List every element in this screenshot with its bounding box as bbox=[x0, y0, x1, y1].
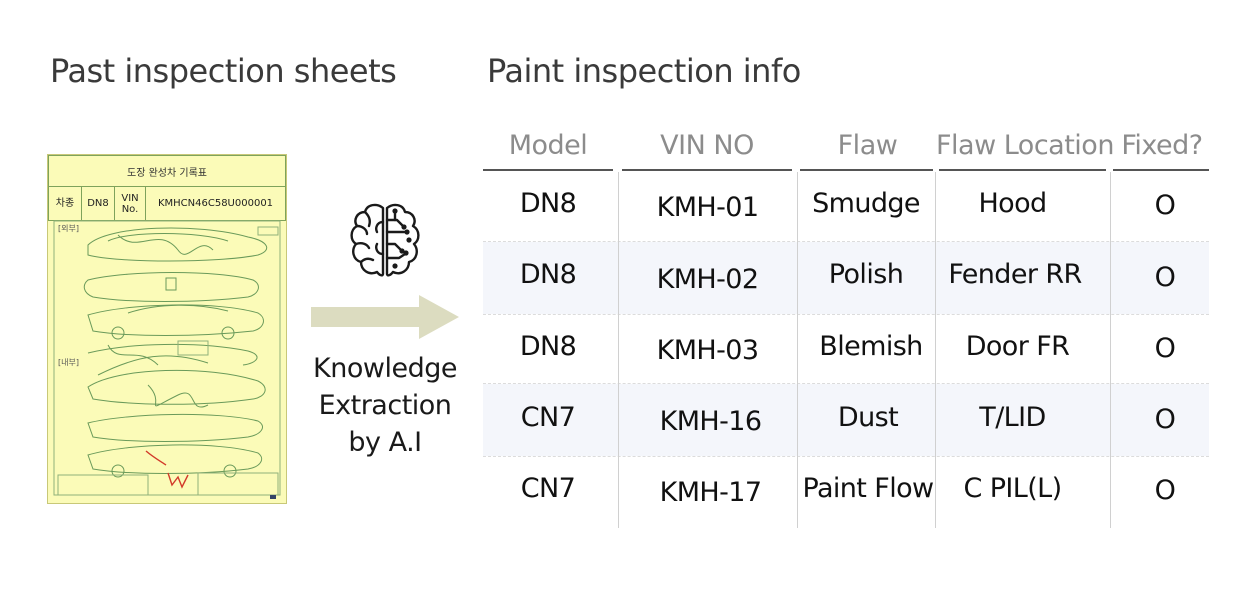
cell-flaw-location: T/LID bbox=[979, 402, 1046, 433]
cell-model: CN7 bbox=[520, 473, 576, 504]
header-underline bbox=[800, 169, 933, 171]
sheet-cell-vin: KMHCN46C58U000001 bbox=[157, 198, 274, 209]
label-line-3: by A.I bbox=[348, 427, 422, 458]
cell-model: CN7 bbox=[520, 402, 576, 433]
cell-flaw-location: Fender RR bbox=[948, 259, 1082, 290]
cell-fixed: O bbox=[1154, 190, 1176, 221]
label-line-2: Extraction bbox=[318, 390, 452, 421]
row-divider bbox=[483, 241, 1209, 242]
label-line-1: Knowledge bbox=[313, 353, 457, 384]
header-underline bbox=[622, 169, 792, 171]
sheet-cell-vin-label: VIN No. bbox=[115, 187, 146, 220]
cell-flaw: Smudge bbox=[812, 188, 920, 219]
cell-vin: KMH-01 bbox=[656, 192, 759, 223]
cell-flaw: Polish bbox=[828, 259, 904, 290]
cell-fixed: O bbox=[1154, 475, 1176, 506]
cell-flaw: Dust bbox=[837, 402, 899, 433]
cell-flaw: Blemish bbox=[819, 331, 923, 362]
cell-model: DN8 bbox=[519, 259, 577, 290]
cell-flaw-location: Hood bbox=[978, 188, 1047, 219]
section-title-paint-info: Paint inspection info bbox=[487, 52, 801, 90]
sheet-tag-inner: [내부] bbox=[58, 358, 79, 367]
cell-flaw: Paint Flow bbox=[802, 473, 934, 504]
sheet-cell-model-label: 차종 bbox=[49, 187, 82, 220]
car-sketch-drawing bbox=[53, 220, 281, 499]
sheet-tag-outer: [외부] bbox=[58, 224, 79, 233]
header-underline bbox=[1113, 169, 1209, 171]
inspection-sheet-image: 도장 완성차 기록표 차종 DN8 VIN No. KMHCN46C58U000… bbox=[47, 154, 287, 504]
cell-vin: KMH-16 bbox=[659, 406, 762, 437]
column-header-model: Model bbox=[508, 130, 588, 161]
cell-fixed: O bbox=[1154, 404, 1176, 435]
knowledge-extraction-label: Knowledge Extraction by A.I bbox=[300, 350, 470, 461]
column-header-flaw-location: Flaw Location bbox=[936, 130, 1114, 161]
header-underline bbox=[939, 169, 1106, 171]
cell-model: DN8 bbox=[519, 188, 577, 219]
cell-fixed: O bbox=[1154, 333, 1176, 364]
column-header-fixed: Fixed? bbox=[1121, 130, 1203, 161]
sheet-heading: 도장 완성차 기록표 bbox=[48, 155, 286, 187]
cell-vin: KMH-02 bbox=[656, 264, 759, 295]
row-divider bbox=[483, 456, 1209, 457]
cell-fixed: O bbox=[1154, 262, 1176, 293]
column-divider bbox=[797, 172, 798, 528]
column-divider bbox=[935, 172, 936, 528]
table-row-stripe bbox=[483, 242, 1209, 314]
row-divider bbox=[483, 314, 1209, 315]
row-divider bbox=[483, 383, 1209, 384]
arrow-right-icon bbox=[311, 295, 459, 339]
section-title-past-sheets: Past inspection sheets bbox=[50, 52, 397, 90]
cell-vin: KMH-03 bbox=[656, 335, 759, 366]
column-header-flaw: Flaw bbox=[837, 130, 898, 161]
cell-flaw-location: Door FR bbox=[965, 331, 1070, 362]
cell-model: DN8 bbox=[519, 331, 577, 362]
column-divider bbox=[618, 172, 619, 528]
cell-flaw-location: C PIL(L) bbox=[963, 473, 1062, 504]
header-underline bbox=[483, 169, 613, 171]
column-header-vin: VIN NO bbox=[660, 130, 754, 161]
column-divider bbox=[1110, 172, 1111, 528]
cell-vin: KMH-17 bbox=[659, 477, 762, 508]
table-row-stripe bbox=[483, 384, 1209, 456]
sheet-cell-model: DN8 bbox=[82, 187, 115, 220]
brain-circuit-icon bbox=[350, 203, 420, 277]
